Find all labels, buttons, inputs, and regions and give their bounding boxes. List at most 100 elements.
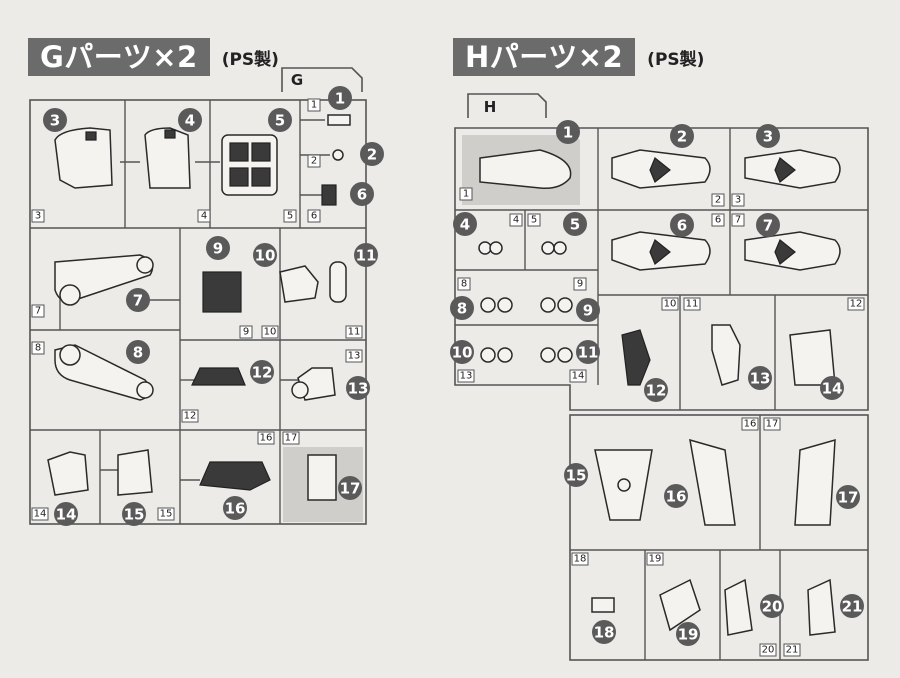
h-runner-upper-frame	[454, 127, 869, 411]
h-part-callout-9: 9	[576, 298, 600, 322]
g-part-callout-label: 15	[124, 506, 145, 524]
g-part-10-shape	[279, 265, 319, 303]
h-part-callout-label: 13	[750, 370, 771, 388]
h-part-14-shape	[540, 347, 556, 363]
h-part-8-shape	[480, 297, 496, 313]
svg-text:4: 4	[513, 215, 519, 226]
g-part-11-shape	[329, 261, 347, 303]
h-part-callout-label: 10	[452, 344, 473, 362]
svg-text:7: 7	[35, 306, 41, 317]
h-part-callout-label: 15	[566, 467, 587, 485]
h-part-13-shape	[480, 347, 496, 363]
h-part-callout-label: 18	[594, 624, 615, 642]
g-runner-tab	[281, 67, 363, 92]
h-part-callout-label: 14	[822, 380, 843, 398]
h-part-callout-label: 9	[583, 302, 593, 320]
g-part-12-shape	[191, 367, 246, 386]
svg-text:8: 8	[461, 279, 467, 290]
g-part-callout-label: 11	[356, 247, 377, 265]
svg-text:6: 6	[311, 211, 317, 222]
svg-text:17: 17	[766, 419, 779, 430]
svg-text:12: 12	[184, 411, 197, 422]
g-part-callout-label: 9	[213, 240, 223, 258]
h-part-callout-label: 6	[677, 217, 687, 235]
g-part-callout-1: 1	[328, 86, 352, 110]
svg-text:4: 4	[201, 211, 207, 222]
svg-text:10: 10	[264, 327, 277, 338]
h-part-9-shape	[540, 297, 556, 313]
g-parts-header: Gパーツ×2 (PS製)	[28, 38, 279, 76]
g-part-9-shape	[202, 271, 242, 313]
h-part-callout-label: 17	[838, 489, 859, 507]
g-part-callout-15: 15	[122, 502, 146, 526]
svg-text:13: 13	[460, 371, 473, 382]
h-part-callout-label: 8	[457, 300, 467, 318]
h-runner-letter: H	[484, 98, 497, 116]
g-part-callout-2: 2	[360, 142, 384, 166]
h-part-callout-3: 3	[756, 124, 780, 148]
g-part-callout-16: 16	[223, 496, 247, 520]
h-part-11-shape	[711, 324, 741, 386]
g-part-callout-14: 14	[54, 502, 78, 526]
g-part-callout-label: 4	[185, 112, 195, 130]
g-part-callout-7: 7	[126, 288, 150, 312]
svg-text:6: 6	[715, 215, 721, 226]
g-part-callout-label: 16	[225, 500, 246, 518]
h-part-callout-21: 21	[840, 594, 864, 618]
svg-text:14: 14	[34, 509, 47, 520]
h-runner-lower-frame	[569, 414, 869, 661]
h-part-callout-4: 4	[453, 212, 477, 236]
h-part-callout-18: 18	[592, 620, 616, 644]
svg-text:10: 10	[664, 299, 677, 310]
h-part-callout-label: 21	[842, 598, 863, 616]
g-part-callout-label: 13	[348, 380, 369, 398]
g-part-callout-label: 8	[133, 344, 143, 362]
svg-text:21: 21	[786, 645, 799, 656]
svg-text:3: 3	[735, 195, 741, 206]
h-part-10-shape	[621, 329, 651, 386]
h-part-callout-label: 2	[677, 128, 687, 146]
h-parts-header: Hパーツ×2 (PS製)	[453, 38, 704, 76]
g-runner: G	[29, 67, 367, 525]
svg-text:3: 3	[35, 211, 41, 222]
h-part-20-shape	[724, 578, 753, 636]
g-parts-material: (PS製)	[221, 49, 279, 70]
svg-text:20: 20	[762, 645, 775, 656]
h-part-5-shape	[541, 241, 555, 255]
g-part-callout-label: 17	[340, 480, 361, 498]
svg-text:7: 7	[735, 215, 741, 226]
svg-text:9: 9	[577, 279, 583, 290]
g-part-callout-13: 13	[346, 376, 370, 400]
h-parts-title: Hパーツ×2	[453, 38, 636, 76]
g-part-callout-5: 5	[268, 108, 292, 132]
svg-text:2: 2	[715, 195, 721, 206]
h-part-callout-19: 19	[676, 622, 700, 646]
h-part-callout-label: 16	[666, 488, 687, 506]
h-runner: H	[454, 93, 869, 661]
h-part-callout-15: 15	[564, 463, 588, 487]
svg-text:13: 13	[348, 351, 361, 362]
g-part-2-shape	[332, 149, 344, 161]
svg-text:16: 16	[260, 433, 273, 444]
h-part-callout-label: 19	[678, 626, 699, 644]
svg-text:2: 2	[311, 156, 317, 167]
svg-text:12: 12	[850, 299, 863, 310]
svg-text:5: 5	[531, 215, 537, 226]
svg-text:11: 11	[348, 327, 361, 338]
g-part-16-shape	[199, 461, 271, 491]
svg-text:16: 16	[744, 419, 757, 430]
g-part-6-shape	[321, 184, 337, 206]
g-part-3-shape	[54, 127, 113, 189]
h-part-callout-1: 1	[556, 120, 580, 144]
g-part-callout-label: 7	[133, 292, 143, 310]
g-part-14-shape	[47, 451, 89, 496]
g-part-callout-11: 11	[354, 243, 378, 267]
h-part-18-shape	[591, 597, 615, 613]
svg-text:11: 11	[686, 299, 699, 310]
g-part-callout-label: 3	[50, 112, 60, 130]
g-part-15-shape	[117, 449, 153, 496]
